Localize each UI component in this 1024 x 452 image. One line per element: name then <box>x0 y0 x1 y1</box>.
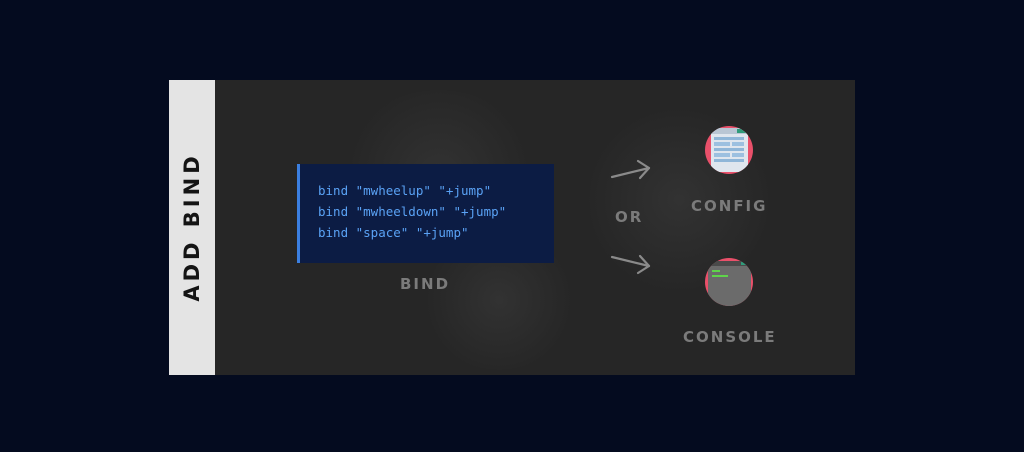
console-label: CONSOLE <box>683 328 777 346</box>
instruction-card: ADD BIND bind "mwheelup" "+jump" bind "m… <box>169 80 855 375</box>
side-tab-title: ADD BIND <box>180 152 204 302</box>
config-file-icon <box>711 128 748 172</box>
console-option-icon <box>705 258 753 306</box>
bind-caption: BIND <box>400 275 451 293</box>
code-line: bind "mwheeldown" "+jump" <box>318 204 507 219</box>
arrow-right-icon <box>610 159 651 180</box>
code-line: bind "mwheelup" "+jump" <box>318 183 492 198</box>
console-window-icon <box>708 261 751 306</box>
config-option-icon <box>705 126 753 174</box>
code-line: bind "space" "+jump" <box>318 225 469 240</box>
bind-code-block: bind "mwheelup" "+jump" bind "mwheeldown… <box>297 164 554 263</box>
arrow-right-icon <box>610 254 651 275</box>
or-label: OR <box>615 208 644 226</box>
config-label: CONFIG <box>691 197 768 215</box>
side-tab: ADD BIND <box>169 80 215 375</box>
